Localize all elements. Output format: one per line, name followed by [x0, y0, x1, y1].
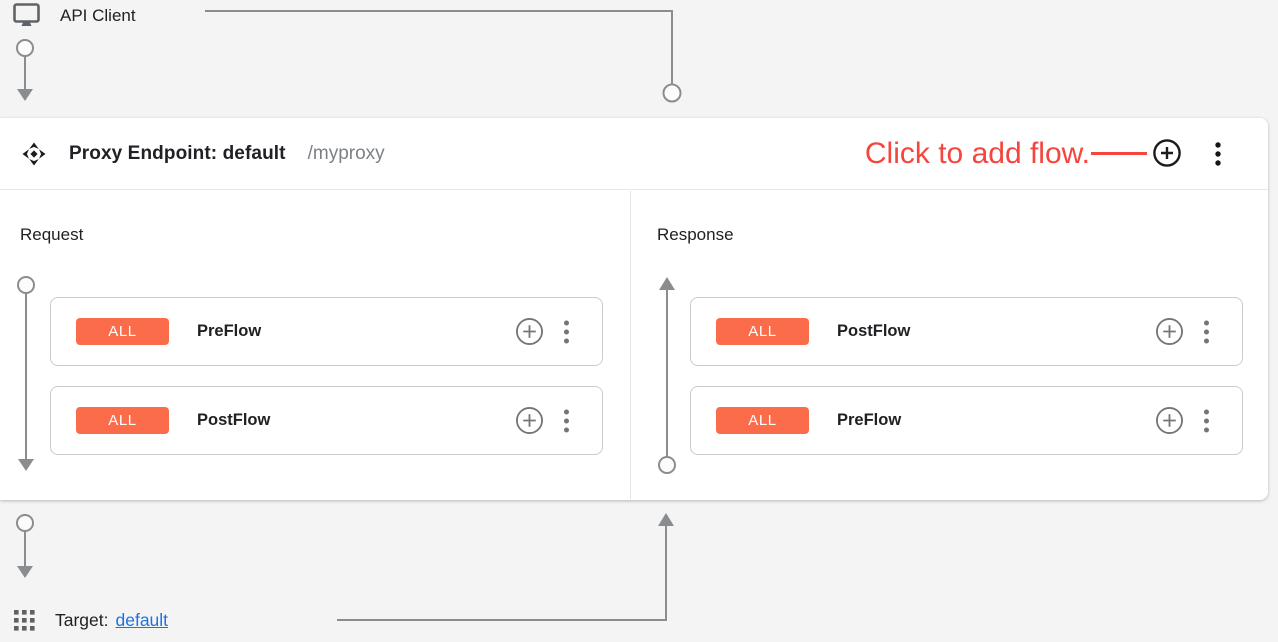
api-client-down-wire	[16, 39, 34, 101]
flow-menu-button[interactable]	[562, 408, 571, 434]
target-default-link[interactable]: default	[115, 609, 169, 630]
kebab-menu-icon	[1215, 142, 1221, 166]
proxy-endpoint-header: Proxy Endpoint: default /myproxy Click t…	[0, 118, 1268, 190]
flow-card-request-preflow[interactable]: ALL PreFlow	[50, 297, 603, 366]
condition-badge: ALL	[716, 407, 809, 434]
condition-badge: ALL	[716, 318, 809, 345]
kebab-menu-icon	[1204, 320, 1209, 343]
add-policy-button[interactable]	[515, 406, 544, 435]
monitor-icon	[13, 3, 40, 26]
kebab-menu-icon	[564, 320, 569, 343]
flow-menu-button[interactable]	[1202, 319, 1211, 345]
plus-circle-icon	[1153, 139, 1181, 167]
api-client: API Client	[12, 2, 136, 29]
plus-circle-icon	[1156, 407, 1183, 434]
flow-card-request-postflow[interactable]: ALL PostFlow	[50, 386, 603, 455]
annotation-click-to-add-flow: Click to add flow.	[864, 136, 1090, 170]
proxy-endpoint-title: Proxy Endpoint: default	[69, 142, 286, 164]
flow-name: PostFlow	[197, 411, 271, 429]
add-policy-button[interactable]	[1155, 406, 1184, 435]
proxy-endpoint-icon	[22, 142, 46, 165]
target-label: Target:	[55, 609, 109, 630]
response-lane-label: Response	[657, 225, 734, 244]
kebab-menu-icon	[564, 409, 569, 432]
lane-divider	[630, 191, 631, 499]
add-policy-button[interactable]	[1155, 317, 1184, 346]
endpoint-menu-button[interactable]	[1205, 139, 1231, 169]
kebab-menu-icon	[1204, 409, 1209, 432]
proxy-endpoint-panel: Proxy Endpoint: default /myproxy Click t…	[0, 118, 1268, 500]
api-client-label: API Client	[60, 5, 136, 25]
plus-circle-icon	[1156, 318, 1183, 345]
target-row: Target: default	[14, 607, 168, 633]
proxy-endpoint-basepath: /myproxy	[307, 142, 385, 164]
flow-card-response-preflow[interactable]: ALL PreFlow	[690, 386, 1243, 455]
target-to-response-wire	[337, 513, 674, 621]
annotation-pointer-line	[1091, 152, 1147, 155]
request-lane-label: Request	[20, 225, 84, 244]
flow-card-response-postflow[interactable]: ALL PostFlow	[690, 297, 1243, 366]
add-flow-button[interactable]	[1152, 138, 1182, 168]
flow-menu-button[interactable]	[1202, 408, 1211, 434]
flow-menu-button[interactable]	[562, 319, 571, 345]
api-client-to-proxy-wire	[205, 10, 682, 103]
add-policy-button[interactable]	[515, 317, 544, 346]
flow-name: PreFlow	[197, 322, 262, 340]
condition-badge: ALL	[76, 407, 169, 434]
plus-circle-icon	[516, 318, 543, 345]
condition-badge: ALL	[76, 318, 169, 345]
flow-name: PreFlow	[837, 411, 902, 429]
flow-name: PostFlow	[837, 322, 911, 340]
plus-circle-icon	[516, 407, 543, 434]
grid-icon	[14, 609, 35, 631]
proxy-to-target-wire	[16, 514, 34, 578]
